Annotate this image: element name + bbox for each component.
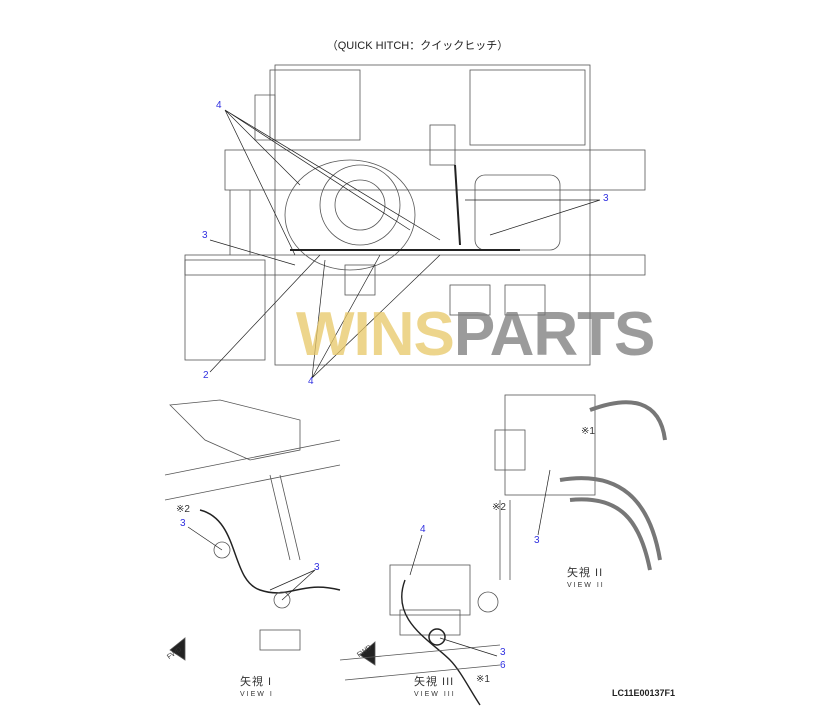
view1-label-en: VIEW I <box>240 691 274 698</box>
view-2-drawing <box>494 394 667 580</box>
callout-4-bottom: 4 <box>308 376 314 387</box>
watermark-part1: WINS <box>296 300 455 369</box>
view2-label-jp: 矢視 II <box>567 567 604 579</box>
callout-3-view2: 3 <box>534 535 540 546</box>
view2-label-en: VIEW II <box>567 582 605 589</box>
watermark-part2: PARTS <box>453 300 656 369</box>
drawing-code: LC11E00137F1 <box>612 688 676 698</box>
view1-label-jp: 矢視 I <box>240 676 273 688</box>
note-1-view3: ※1 <box>476 674 490 685</box>
callout-4-view3: 4 <box>420 524 426 535</box>
drawing-title: （QUICK HITCH：クイックヒッチ） <box>326 40 509 52</box>
view-3-drawing <box>339 564 501 706</box>
view3-label-en: VIEW III <box>414 691 456 698</box>
leader-lines <box>209 109 601 379</box>
callout-3-view1-a: 3 <box>180 518 186 529</box>
callout-3-view3: 3 <box>500 647 506 658</box>
view3-label-jp: 矢視 III <box>414 676 455 688</box>
note-2-view1: ※2 <box>176 504 190 515</box>
note-2-view2: ※2 <box>492 502 506 513</box>
note-1-view2: ※1 <box>581 426 595 437</box>
callout-3-right: 3 <box>603 193 609 204</box>
view-1-drawing <box>164 399 341 661</box>
callout-3-left: 3 <box>202 230 208 241</box>
callout-3-view1-b: 3 <box>314 562 320 573</box>
callout-6-view3: 6 <box>500 660 506 671</box>
watermark: WINSPARTS <box>296 304 655 366</box>
callout-2: 2 <box>203 370 209 381</box>
callout-4-top: 4 <box>216 100 222 111</box>
